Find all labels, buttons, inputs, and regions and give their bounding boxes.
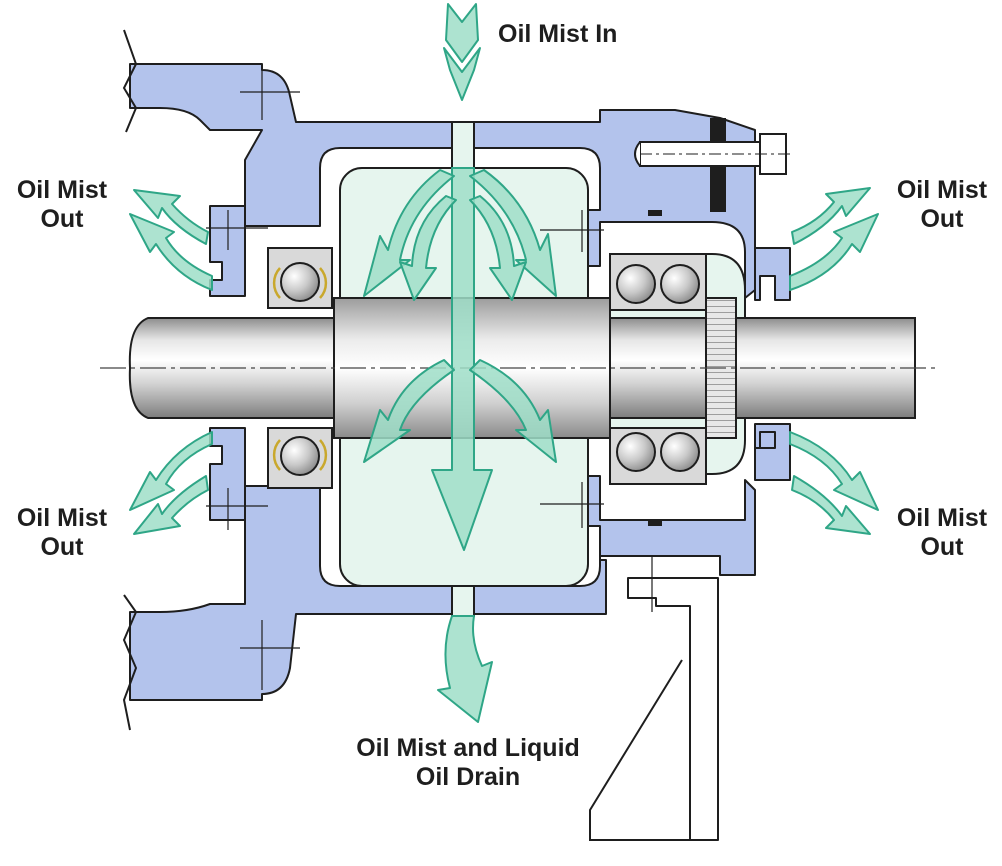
lower-left-split-arrow: [363, 359, 455, 463]
bearing-left-lower: [267, 427, 333, 489]
label-oil-mist-in: Oil Mist In: [498, 20, 618, 48]
label-oil-mist-out-top-right: Oil Mist Out: [884, 176, 1000, 234]
centre-marks: [206, 70, 670, 690]
left-bottom-out-arrow-2: [133, 475, 209, 535]
label-line: Oil Mist: [896, 504, 988, 532]
right-bottom-out-arrow-2: [791, 475, 871, 535]
housing-upper-wall: [129, 63, 756, 299]
label-line: Out: [920, 533, 964, 561]
right-top-out-arrow: [789, 213, 879, 291]
label-line: Oil Mist: [16, 504, 108, 532]
lower-right-split-arrow: [469, 359, 557, 463]
label-line: Out: [920, 205, 964, 233]
label-line: Out: [40, 533, 84, 561]
label-line: Oil Mist: [16, 176, 108, 204]
break-lines: [122, 29, 138, 731]
inlet-port: [451, 121, 475, 169]
upper-inner-left-arrow: [399, 195, 457, 301]
left-top-out-arrow: [129, 213, 213, 291]
shaft: [100, 297, 935, 439]
right-bottom-out-arrow: [789, 431, 879, 511]
flow-arrows: [129, 3, 879, 723]
left-bottom-out-arrow: [129, 431, 213, 511]
bearing-left-upper: [267, 247, 333, 309]
label-oil-mist-out-top-left: Oil Mist Out: [4, 176, 120, 234]
drain-arrow: [437, 615, 493, 723]
bearing-right-upper: [609, 253, 707, 311]
label-line: Out: [40, 205, 84, 233]
bearing-right-lower: [609, 427, 707, 485]
label-line: Oil Drain: [415, 763, 521, 791]
foot-brace: [589, 605, 690, 841]
upper-inner-right-arrow: [469, 195, 527, 301]
left-seal-lower: [209, 427, 246, 521]
label-oil-mist-out-bottom-right: Oil Mist Out: [884, 504, 1000, 562]
left-top-out-arrow-2: [133, 189, 209, 245]
central-stem-arrow: [431, 167, 493, 551]
drain-port: [451, 585, 475, 617]
right-top-out-arrow-2: [791, 187, 871, 245]
housing-foot: [627, 577, 719, 841]
label-oil-mist-out-bottom-left: Oil Mist Out: [4, 504, 120, 562]
right-seal-upper: [754, 247, 791, 301]
label-line: Oil Mist and Liquid: [356, 734, 580, 762]
label-oil-drain: Oil Mist and Liquid Oil Drain: [318, 734, 618, 792]
label-line: Oil Mist: [896, 176, 988, 204]
inlet-arrow: [443, 3, 481, 101]
housing: [129, 63, 791, 841]
right-seal-lower: [754, 423, 791, 481]
housing-lower-wall: [129, 475, 756, 701]
upper-left-split-arrow: [363, 169, 455, 297]
upper-right-split-arrow: [469, 169, 557, 297]
cover-bolt: [634, 133, 790, 175]
